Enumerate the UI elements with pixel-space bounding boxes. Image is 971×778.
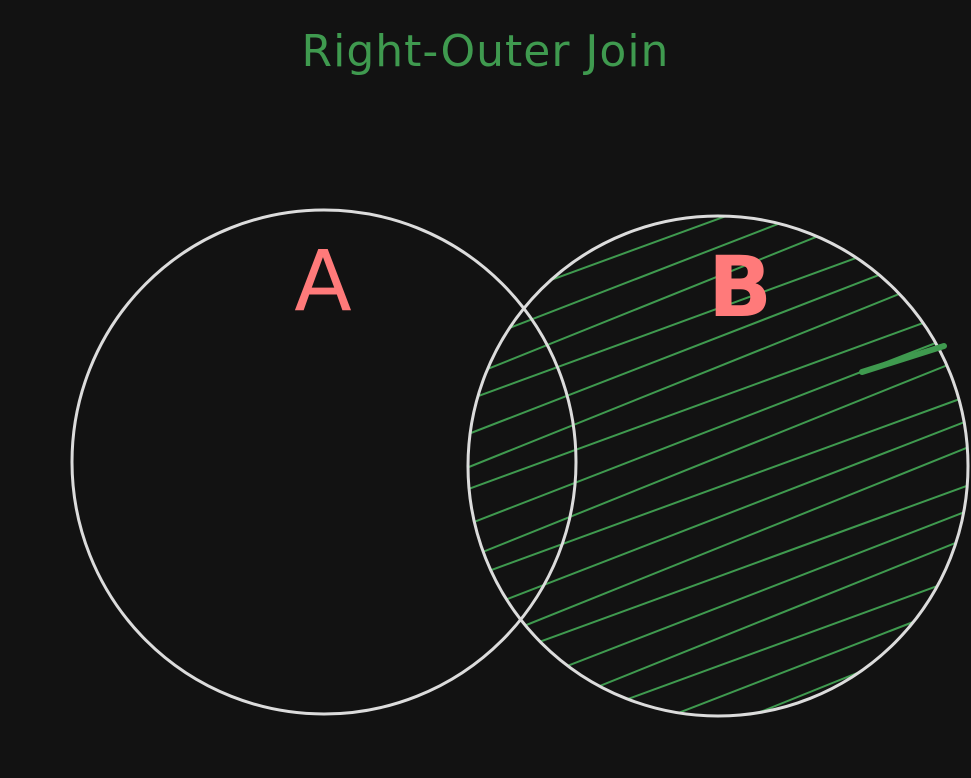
set-a-label: A	[294, 232, 351, 330]
hatch-line	[483, 463, 968, 664]
hatch-line	[468, 216, 908, 350]
set-b-hatch-fill	[468, 216, 968, 716]
pen-stroke-mark	[859, 343, 947, 375]
hatch-line	[533, 584, 968, 716]
hatch-line	[468, 247, 947, 460]
hatch-line	[468, 384, 968, 585]
hatch-line	[513, 541, 968, 716]
set-b-label: B	[708, 238, 772, 336]
set-a-circle	[70, 208, 578, 716]
diagram-title: Right-Outer Join	[301, 26, 670, 77]
hatch-line	[468, 404, 968, 617]
hatch-line	[468, 227, 937, 428]
hatch-line	[493, 483, 968, 696]
hatch-line	[523, 561, 968, 716]
hatch-line	[468, 348, 968, 569]
set-b-circle	[466, 214, 970, 718]
hatch-line	[468, 306, 967, 507]
hatch-line	[473, 427, 968, 648]
hatch-line	[468, 270, 957, 490]
hatch-line	[468, 216, 917, 382]
